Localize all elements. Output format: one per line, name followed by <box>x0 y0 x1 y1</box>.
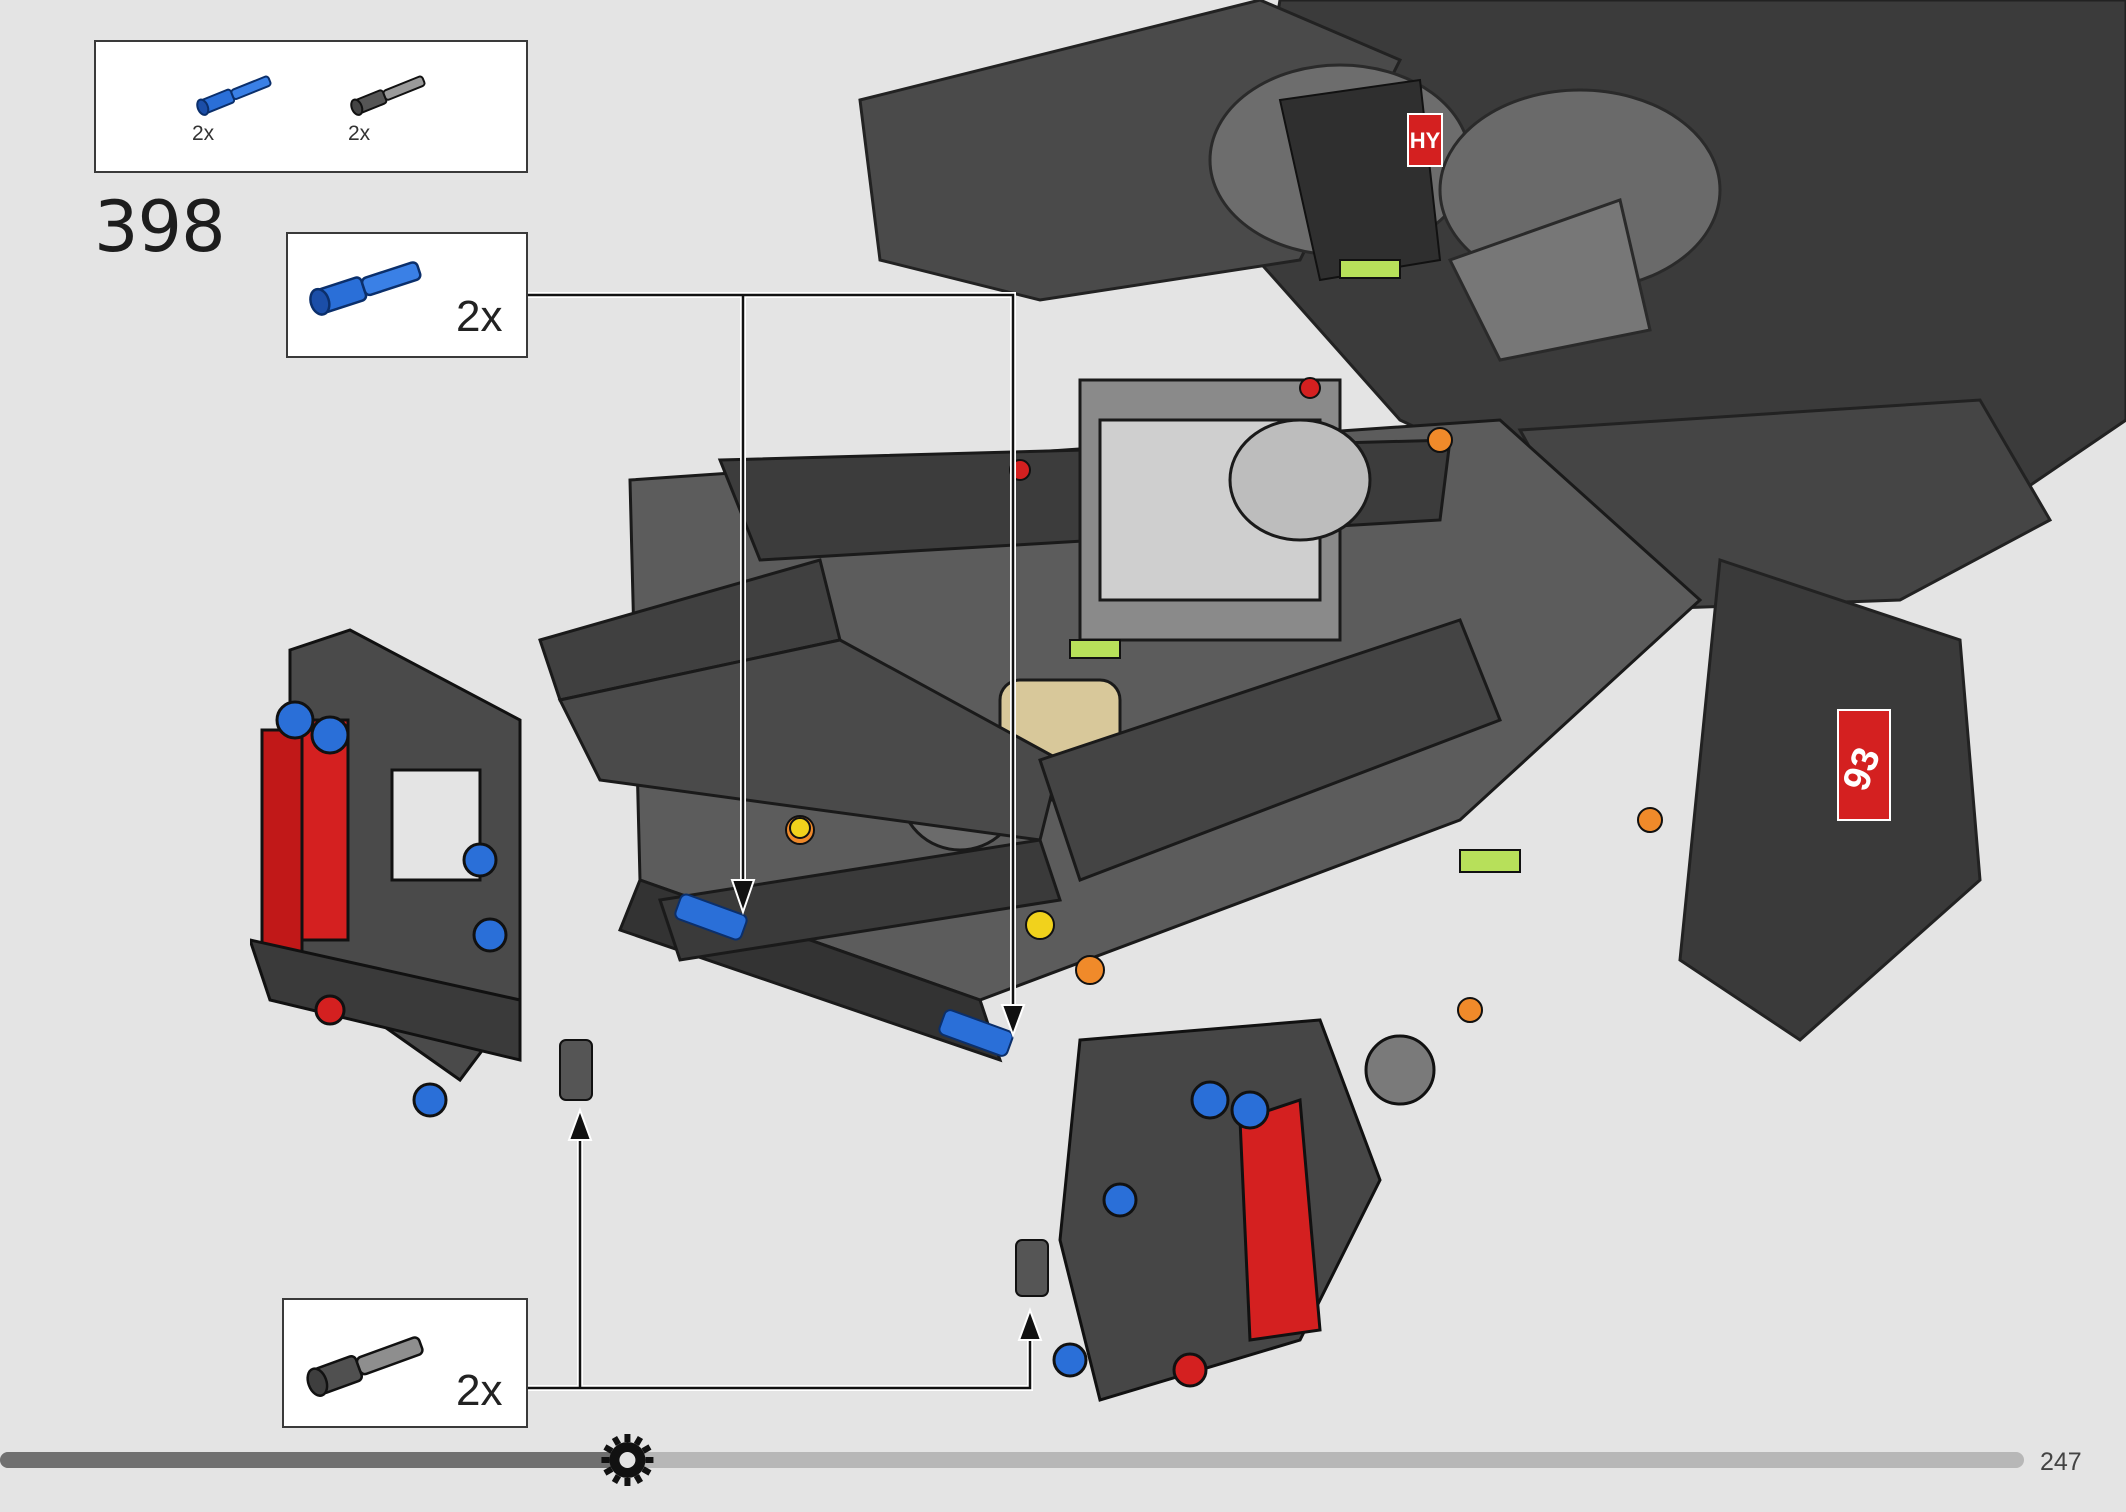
race-car-technic-model: HY 93 <box>250 0 2126 1402</box>
callout-blue-pins: 2x <box>286 232 528 358</box>
gear-icon <box>601 1434 654 1486</box>
accent-parts <box>785 259 1663 1023</box>
gear-tooth <box>601 1457 610 1463</box>
car-body-panels: HY 93 <box>858 0 2126 1042</box>
page-number: 247 <box>2040 1448 2082 1476</box>
gear-tooth <box>603 1466 614 1476</box>
dark-gray-axle-pin-icon <box>350 75 426 116</box>
gear-tooth <box>633 1435 644 1446</box>
gear-tooth <box>645 1457 654 1463</box>
parts-list-qty-gray: 2x <box>348 122 371 145</box>
hy-sticker-text: HY <box>1410 128 1441 153</box>
arrow-down-icon <box>1000 1004 1026 1038</box>
parts-list-box: 2x 2x <box>94 40 528 173</box>
gear-tooth <box>603 1444 614 1454</box>
gear-tooth <box>641 1444 652 1454</box>
gear-tooth <box>611 1474 622 1485</box>
dark-gray-axle-pin-icon <box>306 1336 424 1397</box>
parts-list-qty-blue: 2x <box>192 122 215 145</box>
gear-tooth <box>633 1474 644 1485</box>
gear-tooth <box>624 1478 631 1486</box>
blue-axle-pin-icon <box>196 75 272 116</box>
left-upright-assembly <box>250 628 522 1118</box>
race-number-sticker <box>1837 709 1891 821</box>
progress-bar <box>0 1434 2024 1486</box>
progress-bar-fill <box>0 1452 628 1468</box>
callout-gray-qty: 2x <box>456 1366 503 1415</box>
callout-blue-qty: 2x <box>456 292 503 341</box>
step-number: 398 <box>94 186 226 268</box>
arrow-up-icon <box>1017 1307 1043 1341</box>
gear-tooth <box>624 1434 631 1442</box>
arrow-down-icon <box>730 879 756 916</box>
blue-axle-pin-icon <box>309 261 422 316</box>
arrow-up-icon <box>567 1107 593 1141</box>
gear-tooth <box>641 1466 652 1476</box>
gear-tooth <box>611 1435 622 1446</box>
right-upright-assembly <box>1052 1018 1436 1402</box>
callout-gray-pins: 2x <box>282 1298 528 1428</box>
target-pins <box>559 893 1049 1297</box>
chassis-frame <box>538 378 1703 1063</box>
hy-sticker <box>1407 113 1443 167</box>
